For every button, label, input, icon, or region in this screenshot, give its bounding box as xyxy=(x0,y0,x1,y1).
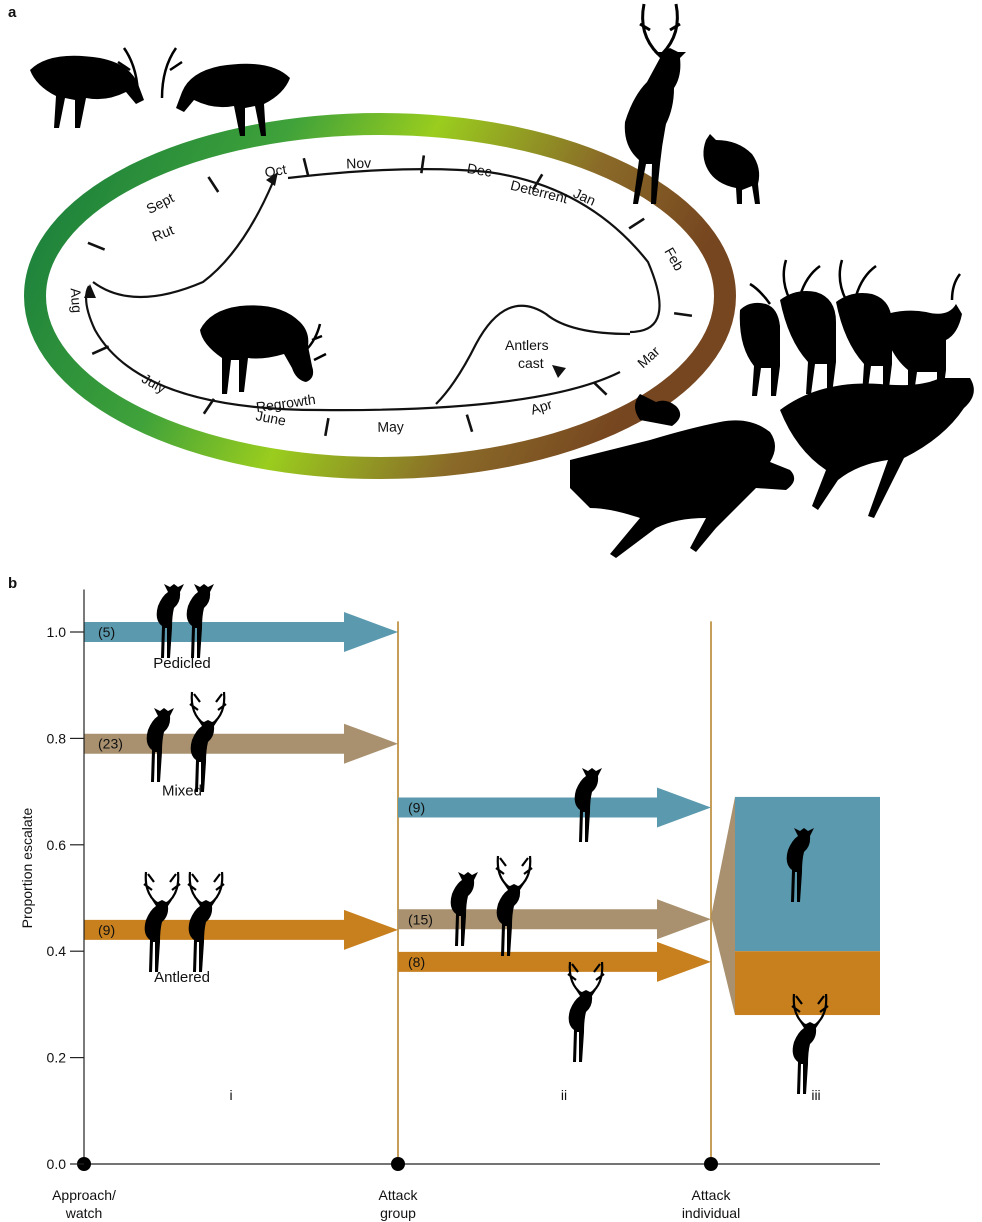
x-axis-labels: Approach/watch Attack group Attack individua… xyxy=(52,1187,740,1221)
escalation-arrow xyxy=(84,724,398,764)
stage-divider-lines xyxy=(398,621,711,1164)
stage-point xyxy=(704,1157,718,1171)
x-axis-label: watch xyxy=(65,1205,103,1221)
wolf-silhouette xyxy=(703,134,760,204)
month-tick xyxy=(467,415,472,432)
rut-arrow xyxy=(93,182,273,297)
stage-numeral: ii xyxy=(561,1087,567,1103)
antlers-arrowhead xyxy=(552,365,566,378)
sample-size-label: (15) xyxy=(408,911,433,927)
stage-numeral: i xyxy=(229,1087,232,1103)
month-tick xyxy=(629,219,644,229)
stage-iii-bar xyxy=(735,951,880,1015)
panel-b-chart: 0.0 0.2 0.4 0.6 0.8 1.0 Approach/watch Attack g… xyxy=(19,584,880,1221)
sample-size-label: (9) xyxy=(408,800,425,816)
mixed-pair-ii-icon xyxy=(451,856,532,956)
month-tick xyxy=(208,177,218,192)
month-tick xyxy=(304,158,308,175)
elk-herd-silhouette xyxy=(740,260,962,400)
sample-size-label: (23) xyxy=(98,736,123,752)
month-label: Feb xyxy=(661,245,687,274)
sample-size-label: (9) xyxy=(98,922,115,938)
x-axis-label: Attack xyxy=(692,1187,732,1203)
fighting-elk-silhouette xyxy=(30,48,290,136)
y-tick-label: 0.8 xyxy=(47,730,67,746)
escalation-arrow xyxy=(84,612,398,652)
escalation-arrow xyxy=(398,942,711,982)
escalation-arrow xyxy=(398,899,711,939)
month-tick xyxy=(325,418,328,436)
y-tick-label: 0.0 xyxy=(47,1156,67,1172)
y-tick-label: 0.4 xyxy=(47,943,67,959)
month-tick xyxy=(88,243,105,250)
month-label: May xyxy=(377,418,404,434)
x-axis-label: group xyxy=(380,1205,416,1221)
month-label: Nov xyxy=(346,155,371,172)
month-label: July xyxy=(139,370,169,396)
antlers-cast-label-2: cast xyxy=(518,355,544,371)
x-axis-label: Approach/ xyxy=(52,1187,116,1203)
stage-numeral: iii xyxy=(811,1087,820,1103)
month-label: Apr xyxy=(528,396,554,418)
regrowth-arrowhead xyxy=(84,284,96,298)
antlers-cast-label-1: Antlers xyxy=(505,337,549,353)
x-axis-label: Attack xyxy=(379,1187,419,1203)
x-axis-label: individual xyxy=(682,1205,740,1221)
stage-point xyxy=(391,1157,405,1171)
stage-iii-bar xyxy=(735,797,880,951)
month-tick xyxy=(594,382,607,395)
month-label: Sept xyxy=(144,189,177,216)
grazing-elk-silhouette xyxy=(200,305,326,394)
mixed-wedge xyxy=(711,797,735,1015)
y-tick-labels: 0.0 0.2 0.4 0.6 0.8 1.0 xyxy=(47,624,84,1172)
month-ticks xyxy=(88,155,692,435)
y-tick-label: 1.0 xyxy=(47,624,67,640)
month-tick xyxy=(674,313,692,316)
pedicled-pair-icon xyxy=(157,584,214,658)
y-tick-label: 0.2 xyxy=(47,1050,67,1066)
regrowth-label: Regrowth xyxy=(255,391,317,415)
sample-size-label: (5) xyxy=(98,624,115,640)
escalation-arrow xyxy=(398,788,711,828)
y-tick-label: 0.6 xyxy=(47,837,67,853)
sample-size-label: (8) xyxy=(408,954,425,970)
antlered-single-icon xyxy=(568,962,604,1062)
escalation-arrow xyxy=(84,910,398,950)
month-label: Aug xyxy=(68,288,86,314)
y-axis-label: Proportion escalate xyxy=(19,807,35,928)
deterrent-arrow xyxy=(288,169,660,332)
month-label: Mar xyxy=(634,343,663,371)
rut-label: Rut xyxy=(150,221,176,244)
month-tick xyxy=(421,155,424,173)
